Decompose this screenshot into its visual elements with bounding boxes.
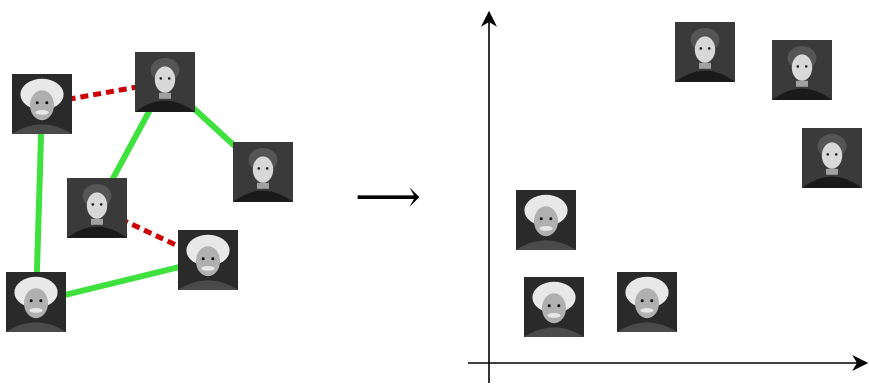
left-node-einstein-portrait <box>178 230 238 290</box>
embedding-point-einstein-portrait <box>524 277 584 337</box>
left-node-curie-portrait <box>67 178 127 238</box>
left-node-einstein-portrait <box>12 74 72 134</box>
transition-arrow-icon: ⟶ <box>355 169 421 223</box>
embedding-point-curie-portrait <box>675 22 735 82</box>
left-node-einstein-portrait <box>6 272 66 332</box>
embedding-points <box>516 22 862 337</box>
embedding-point-einstein-portrait <box>617 272 677 332</box>
left-graph-nodes <box>6 52 293 332</box>
left-node-curie-portrait <box>135 52 195 112</box>
similar-edge-3 <box>33 103 45 303</box>
left-node-curie-portrait <box>233 142 293 202</box>
embedding-axes <box>468 10 869 383</box>
embedding-point-curie-portrait <box>802 128 862 188</box>
embedding-point-einstein-portrait <box>516 190 576 250</box>
embedding-point-curie-portrait <box>772 40 832 100</box>
